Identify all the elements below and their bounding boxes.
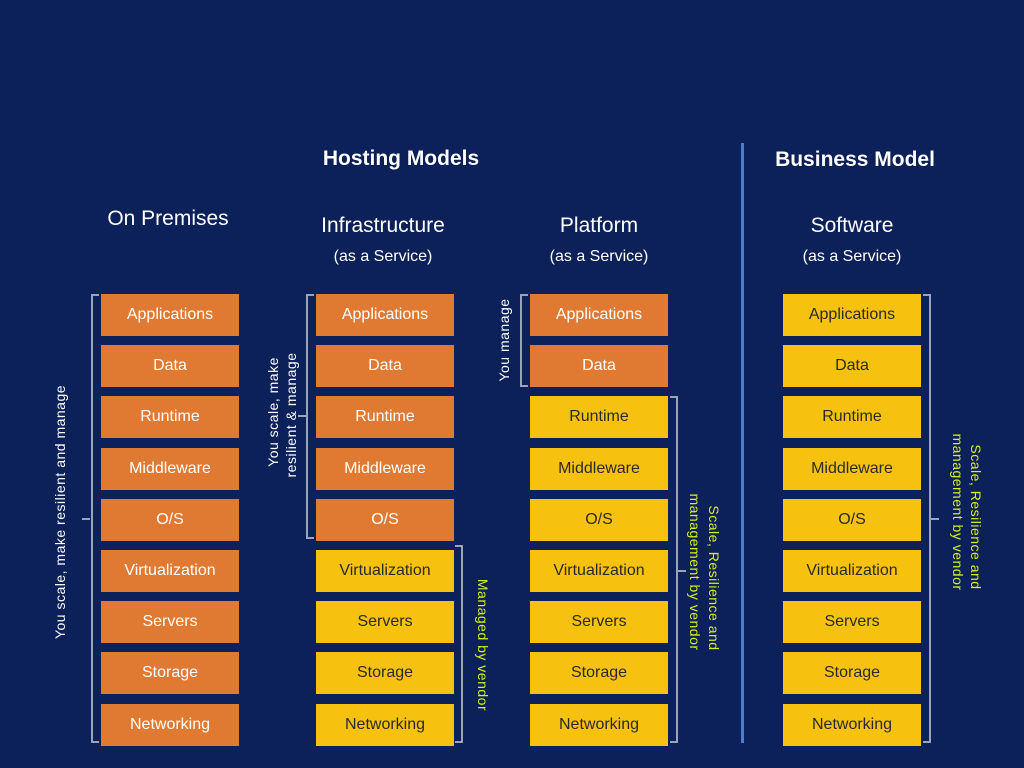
iaas-subtitle: (as a Service) <box>333 248 433 265</box>
layer-servers: Servers <box>101 601 239 644</box>
iaas-you-bracket <box>306 294 314 539</box>
paas-vendor-bracket-tick <box>678 570 686 572</box>
layer-networking: Networking <box>101 703 239 746</box>
paas-you-bracket <box>520 294 528 387</box>
saas-vendor-bracket-tick <box>931 518 939 520</box>
layer-o-s: O/S <box>316 498 454 541</box>
layer-virtualization: Virtualization <box>316 549 454 592</box>
paas-vendor-label-line1: Scale, Resilience and <box>706 505 722 651</box>
paas-vendor-label-line2: management by vendor <box>687 493 703 651</box>
hosting-models-heading: Hosting Models <box>322 147 480 170</box>
layer-middleware: Middleware <box>783 447 921 490</box>
layer-applications: Applications <box>530 294 668 336</box>
layer-runtime: Runtime <box>101 396 239 439</box>
layer-middleware: Middleware <box>316 447 454 490</box>
iaas-vendor-bracket <box>455 545 463 743</box>
saas-vendor-bracket <box>923 294 931 743</box>
business-model-heading: Business Model <box>775 148 935 171</box>
saas-vendor-label-line1: Scale, Resilience and <box>968 444 984 590</box>
iaas-vendor-label: Managed by vendor <box>475 578 491 712</box>
layer-virtualization: Virtualization <box>530 549 668 592</box>
layer-networking: Networking <box>316 703 454 746</box>
paas-subtitle: (as a Service) <box>549 248 649 265</box>
layer-servers: Servers <box>783 601 921 644</box>
saas-subtitle: (as a Service) <box>802 248 902 265</box>
saas-title: Software <box>810 214 894 237</box>
layer-applications: Applications <box>316 294 454 336</box>
paas-vendor-bracket <box>670 396 678 743</box>
layer-data: Data <box>530 345 668 388</box>
saas-vendor-label-line2: management by vendor <box>950 433 966 591</box>
layer-networking: Networking <box>530 703 668 746</box>
layer-o-s: O/S <box>783 498 921 541</box>
layer-applications: Applications <box>783 294 921 336</box>
layer-o-s: O/S <box>101 498 239 541</box>
section-divider <box>741 143 744 743</box>
layer-virtualization: Virtualization <box>783 549 921 592</box>
layer-o-s: O/S <box>530 498 668 541</box>
layer-storage: Storage <box>783 652 921 695</box>
iaas-you-label-line1: You scale, make <box>265 357 281 467</box>
iaas-you-bracket-tick <box>298 415 306 417</box>
on-premises-title: On Premises <box>107 207 229 230</box>
layer-virtualization: Virtualization <box>101 549 239 592</box>
layer-storage: Storage <box>101 652 239 695</box>
paas-title: Platform <box>559 214 639 237</box>
layer-storage: Storage <box>530 652 668 695</box>
layer-runtime: Runtime <box>316 396 454 439</box>
paas-you-label: You manage <box>496 298 512 382</box>
on-premises-you-label: You scale, make resilient and manage <box>52 384 68 640</box>
layer-data: Data <box>101 345 239 388</box>
iaas-title: Infrastructure <box>321 214 445 237</box>
layer-data: Data <box>316 345 454 388</box>
on-premises-bracket <box>91 294 99 743</box>
layer-servers: Servers <box>530 601 668 644</box>
iaas-you-label-line2: resilient & manage <box>283 352 299 478</box>
layer-middleware: Middleware <box>530 447 668 490</box>
layer-applications: Applications <box>101 294 239 336</box>
layer-middleware: Middleware <box>101 447 239 490</box>
layer-networking: Networking <box>783 703 921 746</box>
layer-runtime: Runtime <box>530 396 668 439</box>
on-premises-bracket-tick <box>82 518 90 520</box>
layer-data: Data <box>783 345 921 388</box>
layer-runtime: Runtime <box>783 396 921 439</box>
layer-storage: Storage <box>316 652 454 695</box>
layer-servers: Servers <box>316 601 454 644</box>
